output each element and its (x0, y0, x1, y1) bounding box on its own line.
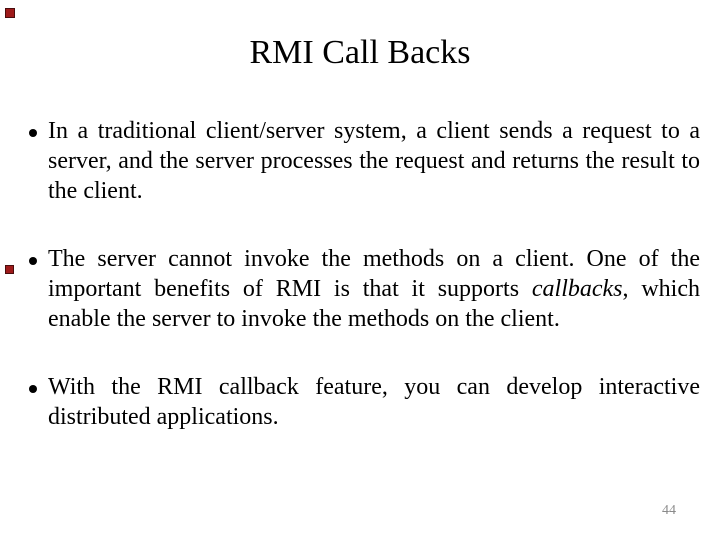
slide-title: RMI Call Backs (249, 34, 471, 71)
bullet-icon (29, 385, 37, 393)
bullet-text: With the RMI callback feature, you can d… (48, 374, 700, 430)
bullet-item: The server cannot invoke the methods on … (28, 244, 700, 334)
bullet-text-pre: The server cannot invoke the methods on … (48, 246, 700, 302)
bullet-text: In a traditional client/server system, a… (48, 118, 700, 204)
red-square-marker-top (5, 8, 15, 18)
bullet-item: In a traditional client/server system, a… (28, 116, 700, 206)
bullet-icon (29, 129, 37, 137)
red-square-marker-middle (5, 265, 14, 274)
bullet-list: In a traditional client/server system, a… (28, 116, 700, 432)
bullet-item: With the RMI callback feature, you can d… (28, 372, 700, 432)
page-number: 44 (662, 503, 676, 518)
bullet-text-post: , which enable the server to invoke the … (48, 276, 701, 332)
bullet-icon (29, 257, 37, 265)
bullet-text-italic: callbacks (531, 276, 623, 302)
